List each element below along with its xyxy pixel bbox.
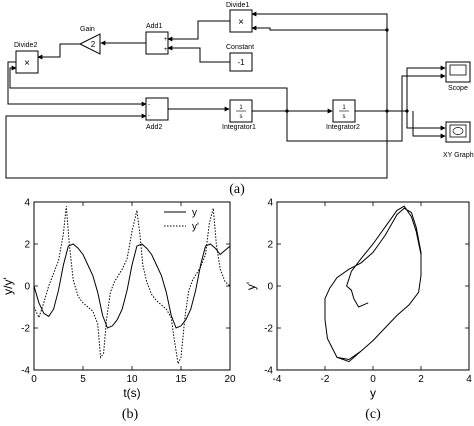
series-line-yp (33, 206, 231, 366)
y-tick-label: 4 (24, 198, 30, 209)
plot-frame (276, 201, 470, 371)
x-tick-label: -2 (321, 374, 330, 385)
divide2-label: Divide2 (14, 42, 37, 49)
gain-value: 2 (91, 40, 96, 49)
add2-sign-bottom: - (148, 113, 150, 119)
x-axis-label: t(s) (123, 386, 140, 400)
caption: (c) (365, 407, 381, 422)
gain-label: Gain (80, 26, 95, 33)
integrator2-num: 1 (342, 105, 346, 111)
xy-graph-icon (449, 124, 467, 138)
gain-block[interactable] (78, 33, 101, 55)
series-line-y (33, 243, 231, 329)
caption: (b) (122, 407, 139, 422)
x-tick-label: 4 (466, 374, 472, 385)
integrator1-den: s (240, 114, 243, 120)
y-tick-label: -4 (264, 366, 273, 377)
plot-frame (33, 201, 231, 371)
scope-label: Scope (448, 85, 468, 92)
series-line-0 (324, 205, 422, 363)
phase-portrait-chart: -4 -2 0 2 4 -4 -2 0 2 4 y y' (c) (244, 198, 472, 423)
x-tick-label: 10 (126, 374, 138, 385)
y-tick-label: -2 (264, 324, 273, 335)
x-tick-label: 2 (418, 374, 424, 385)
x-tick-label: 0 (31, 374, 37, 385)
x-tick-label: 5 (80, 374, 86, 385)
add2-sign-top: - (148, 102, 150, 108)
constant-value: -1 (237, 58, 245, 67)
x-tick-label: 15 (175, 374, 187, 385)
caption-a: (a) (229, 182, 245, 197)
divide1-label: Divide1 (226, 2, 249, 9)
y-tick-label: 0 (267, 282, 273, 293)
x-tick-label: 0 (370, 374, 376, 385)
integrator2-den: s (343, 114, 346, 120)
x-tick-label: 20 (224, 374, 236, 385)
y-tick-label: 4 (267, 198, 273, 209)
xy-graph-icon-ellipse (452, 127, 464, 135)
add1-sign-top: + (164, 37, 168, 43)
y-axis-label: y/y' (1, 277, 15, 295)
y-tick-label: 2 (24, 240, 30, 251)
simulink-diagram: Divide1 × Gain 2 Add1 + + Constant -1 Di… (5, 2, 474, 197)
xy-graph-label: XY Graph (443, 152, 474, 159)
y-tick-label: -4 (21, 366, 30, 377)
integrator1-label: Integrator1 (222, 124, 256, 131)
integrator1-num: 1 (239, 105, 243, 111)
x-tick-label: -4 (273, 374, 282, 385)
divide1-symbol: × (238, 17, 244, 28)
add1-label: Add1 (146, 23, 162, 30)
time-series-chart: 0 5 10 15 20 -4 -2 0 2 4 t(s) y/y' (b) y y' (1, 198, 236, 423)
legend-label: y' (192, 222, 199, 233)
y-tick-label: 2 (267, 240, 273, 251)
integrator2-label: Integrator2 (326, 124, 360, 131)
scope-icon (449, 64, 467, 76)
x-axis-label: y (370, 386, 376, 400)
divide2-symbol: × (24, 58, 30, 69)
add2-label: Add2 (146, 124, 162, 131)
legend-label: y (192, 208, 197, 219)
y-tick-label: -2 (21, 324, 30, 335)
constant-label: Constant (226, 44, 254, 51)
signal-lines (5, 11, 446, 179)
y-axis-label: y' (244, 282, 258, 290)
y-tick-label: 0 (24, 282, 30, 293)
add1-sign-bottom: + (164, 47, 168, 53)
